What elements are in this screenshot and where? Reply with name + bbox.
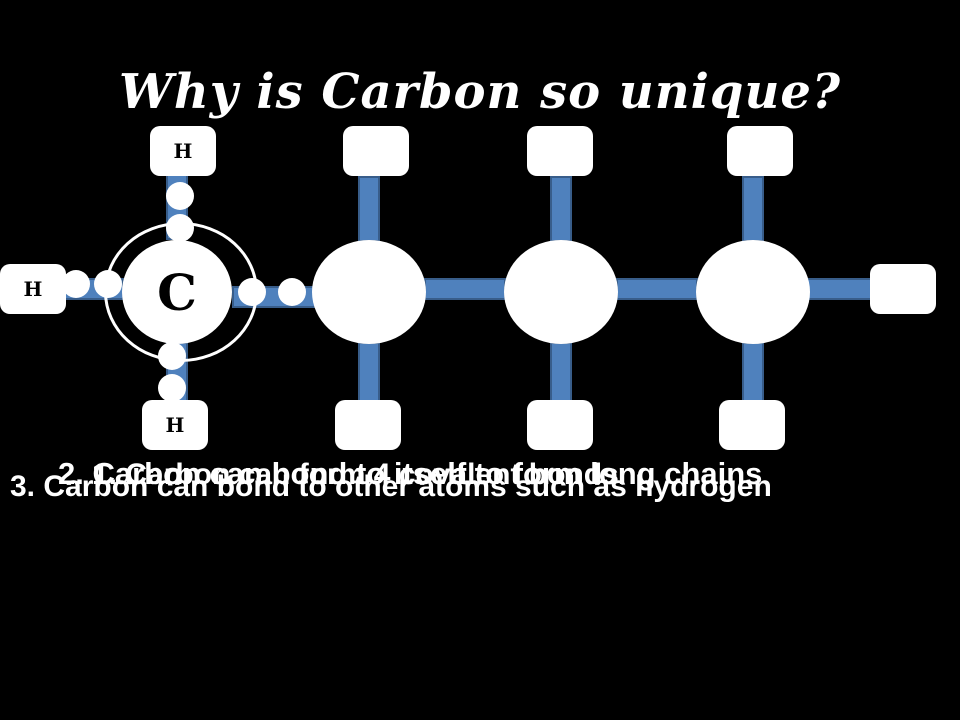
electron xyxy=(166,214,194,242)
carbon-atom-3 xyxy=(504,240,618,344)
hydrogen-top: H xyxy=(150,126,216,176)
bond-c3-c4 xyxy=(616,278,698,300)
empty-box-c2-bottom xyxy=(335,400,401,450)
empty-box-c4-bottom xyxy=(719,400,785,450)
electron xyxy=(94,270,122,298)
electron xyxy=(238,278,266,306)
empty-box-c4-top xyxy=(727,126,793,176)
hydrogen-left: H xyxy=(0,264,66,314)
bond-c4-top xyxy=(742,176,764,242)
carbon-atom-2 xyxy=(312,240,426,344)
empty-box-c2-top xyxy=(343,126,409,176)
bond-c4-right xyxy=(806,278,874,300)
empty-box-c3-top xyxy=(527,126,593,176)
slide-title: Why is Carbon so unique? xyxy=(118,64,842,120)
bond-c2-c3 xyxy=(424,278,506,300)
hydrogen-bottom: H xyxy=(142,400,208,450)
caption-1: 1. Carbon can form 4 covalent bonds xyxy=(92,458,619,491)
bond-c3-bottom xyxy=(550,342,572,402)
electron xyxy=(158,374,186,402)
electron xyxy=(278,278,306,306)
empty-box-right xyxy=(870,264,936,314)
empty-box-c3-bottom xyxy=(527,400,593,450)
electron xyxy=(158,342,186,370)
electron xyxy=(166,182,194,210)
bond-c4-bottom xyxy=(742,342,764,402)
caption-2: 2. Carbon can bond to itself to form lon… xyxy=(58,456,763,491)
carbon-atom-1: C xyxy=(122,240,232,344)
electron xyxy=(62,270,90,298)
carbon-atom-4 xyxy=(696,240,810,344)
bond-c2-top xyxy=(358,176,380,242)
bond-c3-top xyxy=(550,176,572,242)
caption-3: 3. Carbon can bond to other atoms such a… xyxy=(10,470,772,503)
bond-c2-bottom xyxy=(358,342,380,402)
